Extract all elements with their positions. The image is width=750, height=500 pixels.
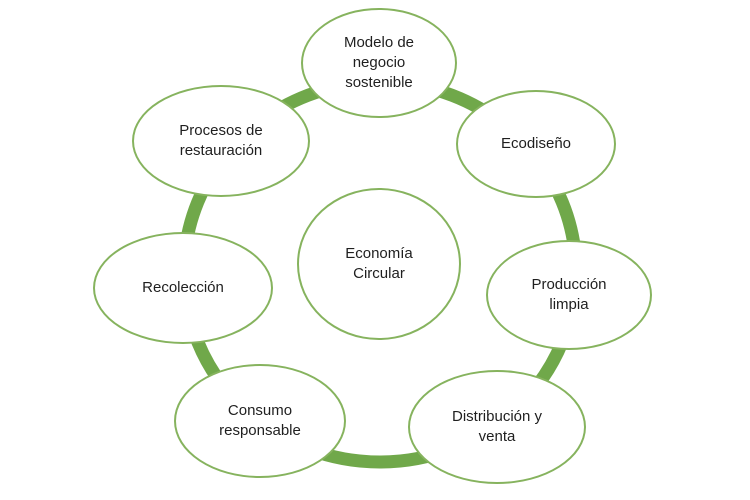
stage-node-procesos-de-restauracion: Procesos de restauración — [132, 85, 310, 197]
stage-label-recoleccion: Recolección — [142, 279, 224, 296]
stage-node-produccion-limpia: Producción limpia — [486, 240, 652, 350]
stage-label-consumo-responsable: Consumo responsable — [219, 402, 301, 439]
center-node-economia-circular: Economía Circular — [297, 188, 461, 340]
stage-label-ecodiseno: Ecodiseño — [500, 135, 572, 152]
center-node-label: Economía Circular — [345, 245, 413, 282]
stage-node-ecodiseno: Ecodiseño — [456, 90, 616, 198]
stage-label-produccion-limpia: Producción limpia — [531, 276, 607, 313]
stage-node-distribucion-y-venta: Distribución y venta — [408, 370, 586, 484]
stage-node-modelo-de-negocio: Modelo de negocio sostenible — [301, 8, 457, 118]
stage-label-distribucion-y-venta: Distribución y venta — [451, 408, 543, 445]
stage-label-procesos-de-restauracion: Procesos de restauración — [179, 122, 263, 159]
stage-node-consumo-responsable: Consumo responsable — [174, 364, 346, 478]
stage-node-recoleccion: Recolección — [93, 232, 273, 344]
stage-label-modelo-de-negocio: Modelo de negocio sostenible — [343, 34, 415, 91]
